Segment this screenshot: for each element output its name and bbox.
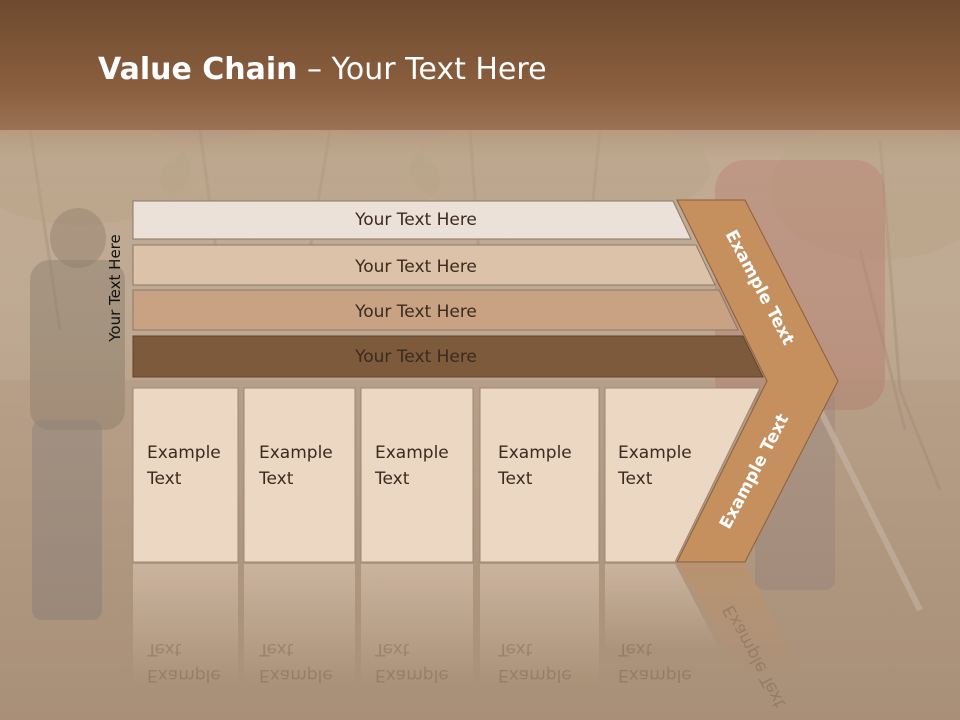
reflection-box-5-line1: Example [618,665,692,685]
chevron-shape [676,199,839,563]
box-3-line1: Example [375,443,449,463]
reflection-box-3-line2: Text [374,639,410,659]
bar-4-shape [132,335,764,378]
box-2-shape [243,387,356,563]
box-5: Example Text [604,387,761,563]
box-1-line2: Text [146,469,182,489]
box-1: Example Text [132,387,239,563]
box-5-line1: Example [618,443,692,463]
reflection-box-5-line2: Text [617,639,653,659]
box-3-shape [360,387,474,563]
box-1-line1: Example [147,443,221,463]
box-4-shape [479,387,600,563]
title-bold: Value Chain [98,52,298,87]
diagram-reflection: Example Text Example Text Example Text E… [133,564,800,711]
box-4-line1: Example [498,443,572,463]
box-2: Example Text [243,387,356,563]
reflection-box-4-line1: Example [498,665,572,685]
box-3-line2: Text [374,469,410,489]
bar-2-shape [132,244,716,286]
bar-4: Your Text Here [132,335,764,378]
bar-4-label: Your Text Here [354,347,477,367]
reflection-box-2-line2: Text [258,639,294,659]
bar-1: Your Text Here [132,200,692,240]
bar-3-label: Your Text Here [354,302,477,322]
box-4: Example Text [479,387,600,563]
box-2-line2: Text [258,469,294,489]
bar-3: Your Text Here [132,289,739,331]
reflection-box-4-line2: Text [497,639,533,659]
reflection-box-1-line2: Text [146,639,182,659]
bar-2-label: Your Text Here [354,257,477,277]
box-3: Example Text [360,387,474,563]
slide-title: Value Chain – Your Text Here [98,52,547,87]
reflection-box-2-line1: Example [259,665,333,685]
reflection-box-3-line1: Example [375,665,449,685]
bar-1-shape [132,200,692,240]
bar-3-shape [132,289,739,331]
bar-1-label: Your Text Here [354,210,477,230]
box-5-line2: Text [617,469,653,489]
box-5-shape [604,387,761,563]
bar-2: Your Text Here [132,244,716,286]
box-4-line2: Text [497,469,533,489]
box-1-shape [132,387,239,563]
reflection-box-1-line1: Example [147,665,221,685]
box-2-line1: Example [259,443,333,463]
title-rest: – Your Text Here [297,52,547,87]
